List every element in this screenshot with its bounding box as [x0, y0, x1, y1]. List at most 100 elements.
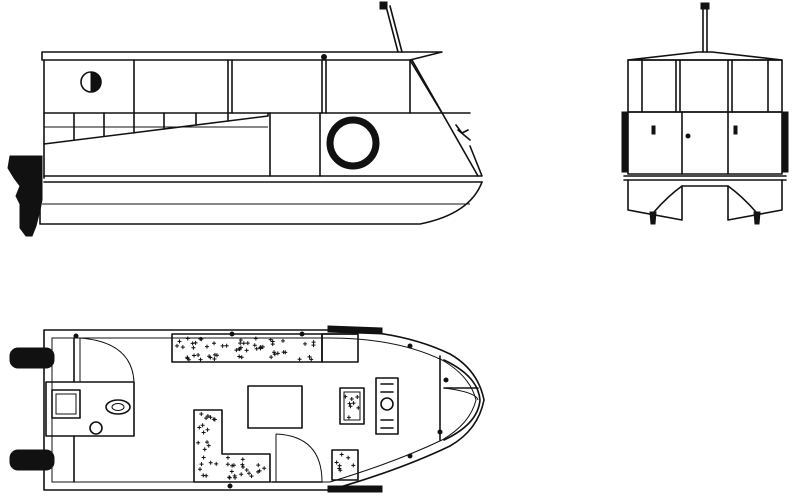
speckle-mark [348, 404, 353, 409]
speckle-mark [206, 443, 211, 448]
speckle-mark [199, 462, 204, 467]
left-fender [621, 111, 629, 173]
speckle-mark [198, 336, 203, 341]
speckle-mark [234, 348, 239, 353]
speckle-mark [347, 401, 352, 406]
speckle-mark [254, 346, 259, 351]
speckle-mark [225, 455, 230, 460]
speckle-mark [355, 394, 360, 399]
speckle-mark [245, 341, 250, 346]
speckle-mark [198, 357, 203, 362]
plan-outboard-engines [9, 347, 55, 471]
speckle-mark [205, 440, 210, 445]
speckle-mark [303, 341, 308, 346]
upholstery-pattern [175, 336, 361, 480]
right-fender [781, 111, 789, 173]
speckle-mark [204, 416, 209, 421]
speckle-mark [343, 394, 348, 399]
plan-bow-locker [439, 355, 481, 441]
outboard-motor [7, 155, 43, 237]
speckle-mark [212, 341, 217, 346]
front-mast [700, 2, 710, 53]
side-roof [41, 51, 443, 61]
speckle-mark [311, 343, 316, 348]
speckle-mark [185, 336, 190, 341]
speckle-mark [220, 343, 225, 348]
speckle-mark [260, 344, 265, 349]
speckle-mark [196, 353, 201, 358]
speckle-mark [280, 338, 285, 343]
speckle-mark [241, 341, 246, 346]
speckle-mark [239, 472, 244, 477]
speckle-mark [227, 475, 232, 480]
life-ring [326, 116, 380, 170]
speckle-mark [227, 475, 232, 480]
speckle-mark [346, 455, 351, 460]
speckle-mark [199, 412, 204, 417]
plan-chair [339, 387, 365, 425]
speckle-mark [201, 430, 206, 435]
speckle-mark [175, 343, 180, 348]
plan-view [9, 325, 485, 493]
speckle-mark [249, 474, 254, 479]
speckle-mark [180, 345, 185, 350]
speckle-mark [247, 471, 252, 476]
speckle-mark [211, 417, 216, 422]
speckle-mark [214, 461, 219, 466]
speckle-mark [253, 336, 258, 341]
speckle-mark [269, 355, 274, 360]
speckle-mark [351, 401, 356, 406]
speckle-mark [241, 464, 246, 469]
speckle-mark [349, 397, 354, 402]
plan-seat-small-bottom [331, 449, 359, 481]
speckle-mark [191, 345, 196, 350]
speckle-mark [201, 455, 206, 460]
plan-table [247, 385, 303, 429]
speckle-mark [338, 468, 343, 473]
speckle-mark [256, 463, 261, 468]
speckle-mark [307, 354, 312, 359]
speckle-mark [205, 427, 210, 432]
plan-hull-outline [43, 329, 485, 491]
speckle-mark [192, 353, 197, 358]
plan-stanchions [73, 331, 449, 489]
speckle-mark [240, 462, 245, 467]
plan-seat-l-shape [193, 409, 271, 483]
speckle-mark [196, 440, 201, 445]
speckle-mark [229, 469, 234, 474]
bow-cleat [455, 124, 471, 141]
plan-helm-console [375, 377, 399, 435]
speckle-mark [346, 415, 351, 420]
speckle-mark [197, 425, 202, 430]
speckle-mark [262, 466, 267, 471]
speckle-mark [272, 352, 277, 357]
speckle-mark [268, 337, 273, 342]
speckle-mark [237, 354, 242, 359]
side-mast [379, 1, 403, 53]
speckle-mark [244, 468, 249, 473]
speckle-mark [275, 351, 280, 356]
speckle-mark [208, 415, 213, 420]
speckle-mark [240, 457, 245, 462]
plan-seat-top [171, 333, 359, 363]
side-hull [39, 145, 483, 225]
speckle-mark [238, 345, 243, 350]
speckle-mark [356, 405, 361, 410]
speckle-mark [256, 469, 261, 474]
speckle-mark [207, 354, 212, 359]
speckle-mark [244, 348, 249, 353]
speckle-mark [200, 423, 205, 428]
speckle-mark [205, 413, 210, 418]
speckle-mark [339, 452, 344, 457]
side-lower-panels [43, 112, 321, 177]
speckle-mark [334, 460, 339, 465]
speckle-mark [208, 460, 213, 465]
plan-head-compartment [45, 337, 135, 483]
speckle-mark [204, 473, 209, 478]
speckle-mark [309, 357, 314, 362]
speckle-mark [193, 340, 198, 345]
speckle-mark [238, 341, 243, 346]
speckle-mark [252, 343, 257, 348]
plan-door-swing [275, 433, 323, 483]
